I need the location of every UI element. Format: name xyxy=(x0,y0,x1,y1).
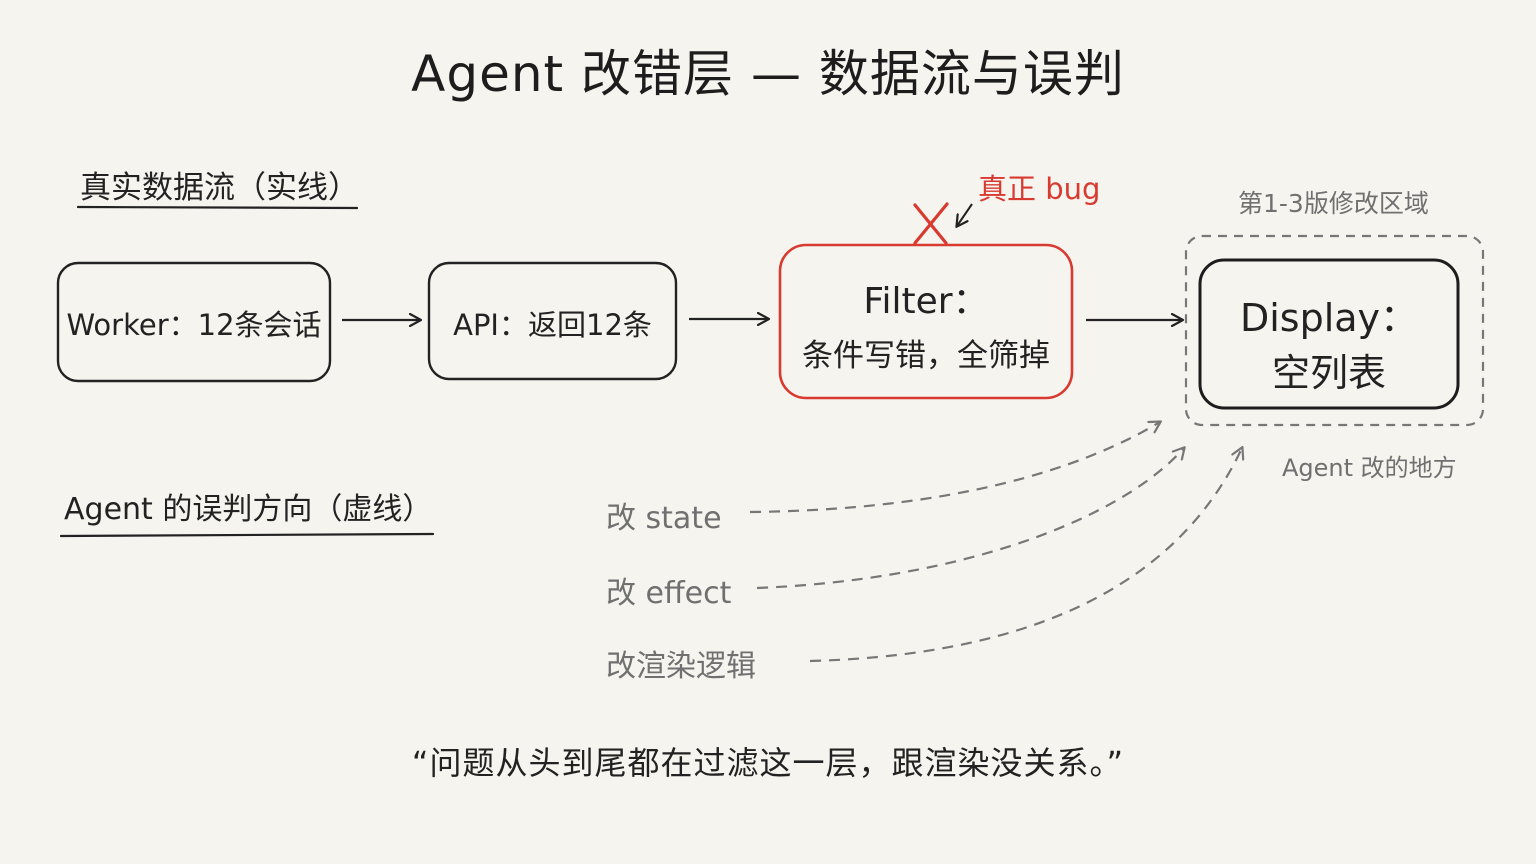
dashed-arrow-render xyxy=(809,448,1242,663)
dashed-arrow-state xyxy=(749,422,1160,514)
bug-pointer-arrow xyxy=(957,203,973,226)
agent-changed-annotation: Agent 改的地方 xyxy=(1282,454,1457,482)
diagram-title: Agent 改错层 — 数据流与误判 xyxy=(411,45,1125,103)
dashed-arrow-effect xyxy=(756,448,1184,590)
worker-node-label: Worker：12条会话 xyxy=(66,308,322,342)
misjudge-item-render: 改渲染逻辑 xyxy=(606,649,756,684)
filter-box xyxy=(778,243,1074,400)
api-box xyxy=(427,261,678,381)
misjudge-item-state: 改 state xyxy=(606,501,722,536)
misjudge-item-effect: 改 effect xyxy=(606,576,732,611)
real-flow-label: 真实数据流（实线） xyxy=(80,170,359,206)
api-node-label: API：返回12条 xyxy=(453,308,652,342)
filter-node-title: Filter： xyxy=(863,281,989,322)
display-node-title: Display： xyxy=(1239,296,1419,340)
real-flow-underline xyxy=(76,205,359,210)
bug-x-mark xyxy=(913,202,949,245)
display-box xyxy=(1198,258,1460,410)
bug-annotation: 真正 bug xyxy=(978,172,1101,206)
closing-quote: “问题从头到尾都在过滤这一层，跟渲染没关系。” xyxy=(411,744,1125,782)
revision-area-annotation: 第1-3版修改区域 xyxy=(1238,189,1429,218)
worker-box xyxy=(56,261,332,383)
revision-dashed-region xyxy=(1184,234,1485,427)
filter-node-detail: 条件写错，全筛掉 xyxy=(802,338,1050,374)
display-node-detail: 空列表 xyxy=(1271,351,1386,395)
misjudge-underline xyxy=(59,532,435,538)
misjudge-label: Agent 的误判方向（虚线） xyxy=(64,492,433,527)
